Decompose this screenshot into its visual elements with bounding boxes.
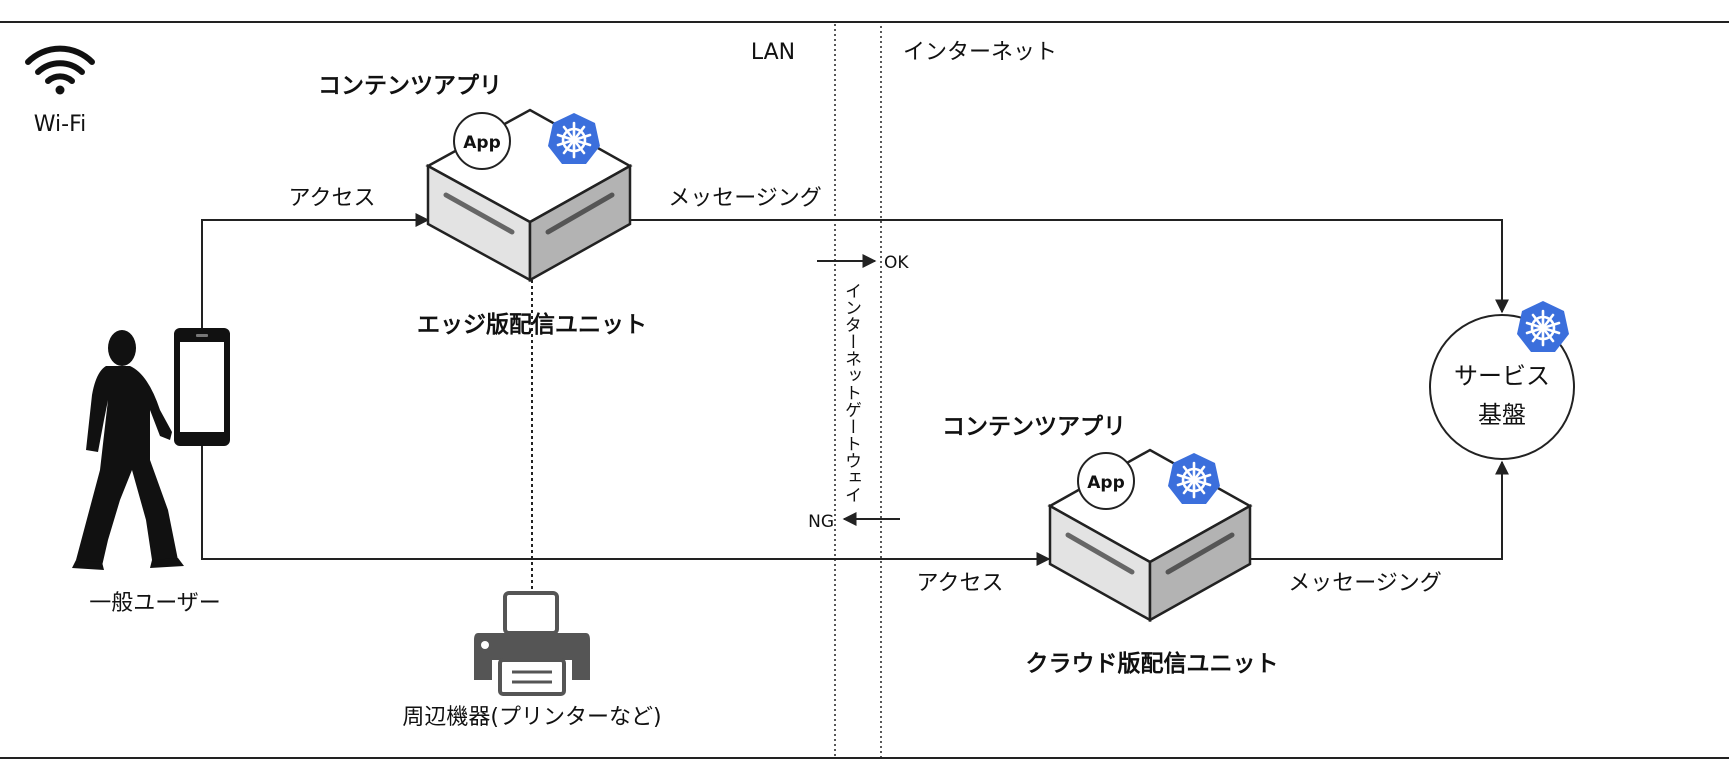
cloud-messaging-arrow [1250,460,1509,560]
cloud-app-badge: App [1077,452,1135,510]
cloud-access-arrow [201,446,1051,566]
wifi-label: Wi-Fi [34,112,87,137]
gateway-label: インターネットゲートウェイ [841,282,861,503]
lan-label: LAN [751,40,795,65]
cloud-access-label: アクセス [917,571,1004,596]
edge-app-title: コンテンツアプリ [318,73,502,99]
cloud-messaging-label: メッセージング [1288,571,1442,596]
edge-messaging-label: メッセージング [668,186,822,211]
user-silhouette-icon [72,330,184,570]
service-platform-line2: 基盤 [1478,401,1526,429]
printer-icon [474,591,590,696]
edge-app-badge: App [453,112,511,170]
internet-label: インターネット [903,40,1057,65]
printer-label: 周辺機器(プリンターなど) [402,705,661,730]
service-platform-line1: サービス [1454,362,1550,390]
edge-messaging-arrow [628,219,1509,314]
edge-access-arrow [201,213,430,328]
wifi-icon [25,45,95,95]
gateway-ok-label: OK [884,253,909,273]
gateway-band [834,21,882,759]
edge-access-label: アクセス [289,186,376,211]
smartphone-icon [174,328,230,446]
cloud-unit-title: クラウド版配信ユニット [1026,650,1279,677]
svg-text:App: App [463,133,501,153]
user-label: 一般ユーザー [89,591,221,616]
cloud-app-title: コンテンツアプリ [942,414,1126,440]
svg-text:App: App [1087,473,1125,493]
edge-unit-title: エッジ版配信ユニット [417,311,647,338]
gateway-ng-label: NG [808,512,834,532]
